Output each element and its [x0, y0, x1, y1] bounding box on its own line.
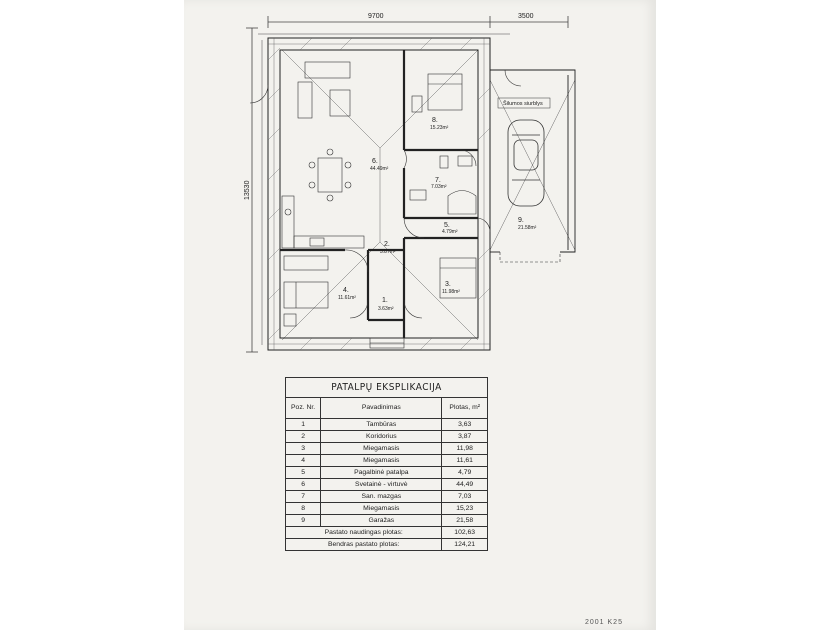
- room-6-number: 6.: [372, 158, 378, 165]
- room-3-area: 11.98m²: [442, 289, 460, 295]
- kitchen-counter-icon: [281, 195, 365, 249]
- header-area: Plotas, m²: [441, 397, 488, 419]
- sofa-icon: [297, 61, 351, 119]
- dim-width-main: 9700: [368, 13, 384, 20]
- room-3-number: 3.: [445, 281, 451, 288]
- room-4-area: 11.61m²: [338, 295, 356, 301]
- entrance-steps: [369, 337, 405, 349]
- room-schedule: PATALPŲ EKSPLIKACIJA Poz. Nr. Pavadinima…: [284, 377, 488, 551]
- room-2-area: 3.87m²: [380, 249, 396, 255]
- header-name: Pavadinimas: [320, 397, 443, 419]
- footer-code: 2001 K25: [585, 619, 623, 626]
- room-8-number: 8.: [432, 117, 438, 124]
- room-6-area: 44.49m²: [370, 166, 389, 172]
- bed-icon: [411, 73, 463, 113]
- room-9-area: 21.58m²: [518, 225, 537, 231]
- room-4-number: 4.: [343, 287, 349, 294]
- room-2-number: 2.: [384, 241, 390, 248]
- summary-row-total-area: Bendras pastato plotas:124,21: [284, 538, 488, 551]
- room-7-number: 7.: [435, 177, 441, 184]
- room-1-number: 1.: [382, 297, 388, 304]
- header-pos: Poz. Nr.: [284, 397, 322, 419]
- car-icon: [507, 119, 545, 207]
- room-7-area: 7.03m²: [431, 184, 447, 190]
- room-1-area: 3.63m²: [378, 306, 394, 312]
- table-header-row: Poz. Nr. Pavadinimas Plotas, m²: [284, 397, 488, 419]
- table-title: PATALPŲ EKSPLIKACIJA: [285, 377, 488, 397]
- room-5-area: 4.79m²: [442, 229, 458, 235]
- heat-pump-label: Šilumos siurblys: [503, 100, 543, 107]
- bed-icon: [439, 257, 477, 299]
- bathroom-fixtures-icon: [409, 155, 477, 215]
- summary-row-useful-area: Pastato naudingas plotas:102,63: [284, 526, 488, 539]
- dim-depth: 13530: [244, 180, 251, 200]
- dining-table-icon: [308, 148, 352, 202]
- bed-icon: [283, 255, 329, 327]
- room-9-number: 9.: [518, 217, 524, 224]
- room-8-area: 15.23m²: [430, 125, 449, 131]
- room-5-number: 5.: [444, 222, 450, 229]
- dim-width-garage: 3500: [518, 13, 534, 20]
